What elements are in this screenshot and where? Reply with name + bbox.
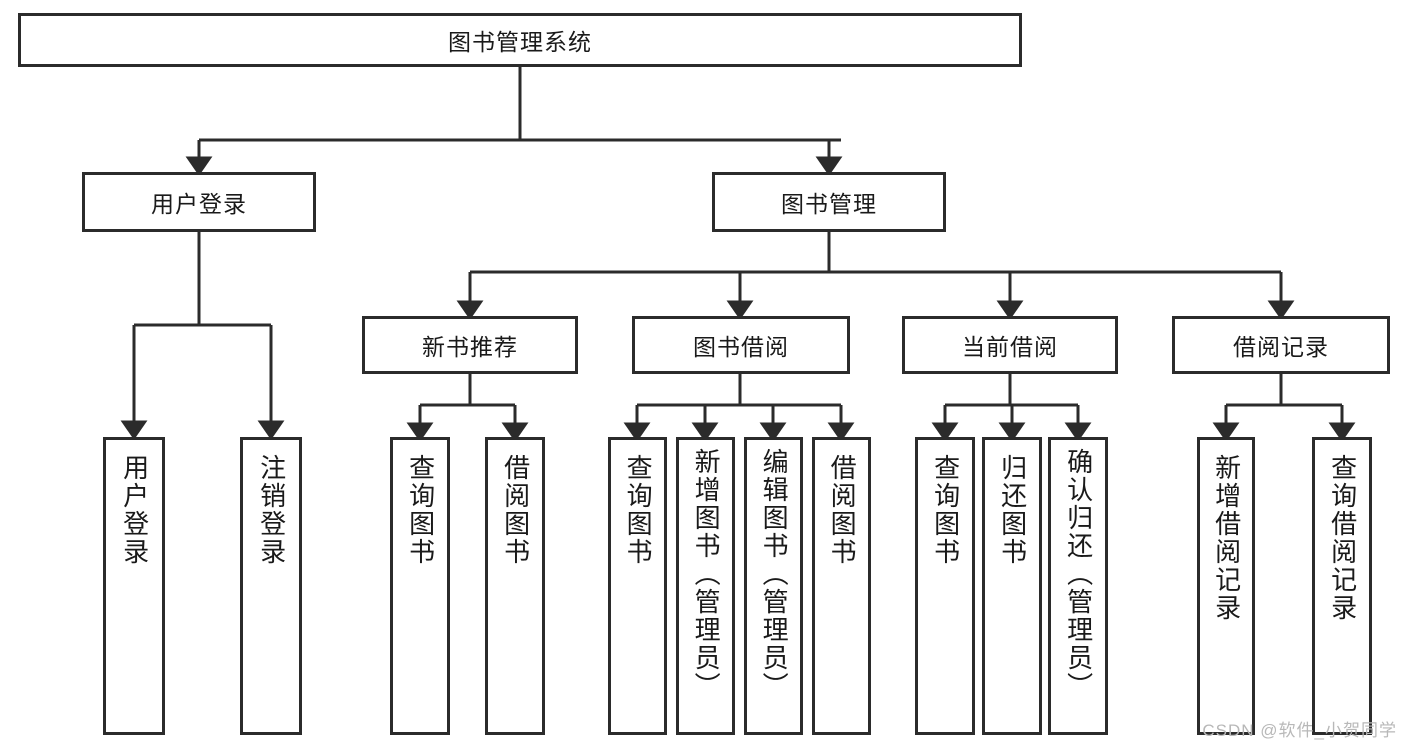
leaf-add-book-admin[interactable]: 新增图书（管理员） (676, 437, 735, 735)
leaf-return-books[interactable]: 归还图书 (982, 437, 1042, 735)
leaf-label: 新增借阅记录 (1211, 454, 1242, 622)
leaf-label: 编辑图书（管理员） (759, 448, 790, 700)
leaf-query-books-current[interactable]: 查询图书 (915, 437, 975, 735)
node-root-label: 图书管理系统 (448, 29, 592, 55)
node-borrow-record-label: 借阅记录 (1233, 334, 1329, 360)
leaf-label: 新增图书（管理员） (691, 448, 722, 700)
node-new-book-recommend[interactable]: 新书推荐 (362, 316, 578, 374)
node-borrow-record[interactable]: 借阅记录 (1172, 316, 1390, 374)
node-user-login[interactable]: 用户登录 (82, 172, 316, 232)
node-current-borrow[interactable]: 当前借阅 (902, 316, 1118, 374)
leaf-label: 借阅图书 (827, 454, 858, 566)
watermark: CSDN @软件_小贺同学 (1202, 721, 1397, 740)
node-user-login-label: 用户登录 (151, 191, 247, 217)
node-book-borrow[interactable]: 图书借阅 (632, 316, 850, 374)
leaf-label: 查询图书 (930, 454, 961, 566)
node-book-management[interactable]: 图书管理 (712, 172, 946, 232)
node-book-borrow-label: 图书借阅 (693, 334, 789, 360)
node-book-management-label: 图书管理 (781, 191, 877, 217)
node-new-book-recommend-label: 新书推荐 (422, 334, 518, 360)
leaf-label: 注销登录 (256, 454, 287, 566)
leaf-query-books-borrow[interactable]: 查询图书 (608, 437, 667, 735)
leaf-logout[interactable]: 注销登录 (240, 437, 302, 735)
leaf-label: 用户登录 (119, 454, 150, 566)
leaf-borrow-books-recommend[interactable]: 借阅图书 (485, 437, 545, 735)
leaf-borrow-books[interactable]: 借阅图书 (812, 437, 871, 735)
leaf-query-borrow-record[interactable]: 查询借阅记录 (1312, 437, 1372, 735)
leaf-query-books-recommend[interactable]: 查询图书 (390, 437, 450, 735)
leaf-user-login[interactable]: 用户登录 (103, 437, 165, 735)
leaf-label: 归还图书 (997, 454, 1028, 566)
node-root[interactable]: 图书管理系统 (18, 13, 1022, 67)
leaf-label: 确认归还（管理员） (1063, 448, 1094, 700)
node-current-borrow-label: 当前借阅 (962, 334, 1058, 360)
leaf-label: 借阅图书 (500, 454, 531, 566)
leaf-label: 查询借阅记录 (1327, 454, 1358, 622)
leaf-label: 查询图书 (405, 454, 436, 566)
leaf-edit-book-admin[interactable]: 编辑图书（管理员） (744, 437, 803, 735)
leaf-confirm-return-admin[interactable]: 确认归还（管理员） (1048, 437, 1108, 735)
leaf-label: 查询图书 (623, 454, 654, 566)
leaf-add-borrow-record[interactable]: 新增借阅记录 (1197, 437, 1255, 735)
